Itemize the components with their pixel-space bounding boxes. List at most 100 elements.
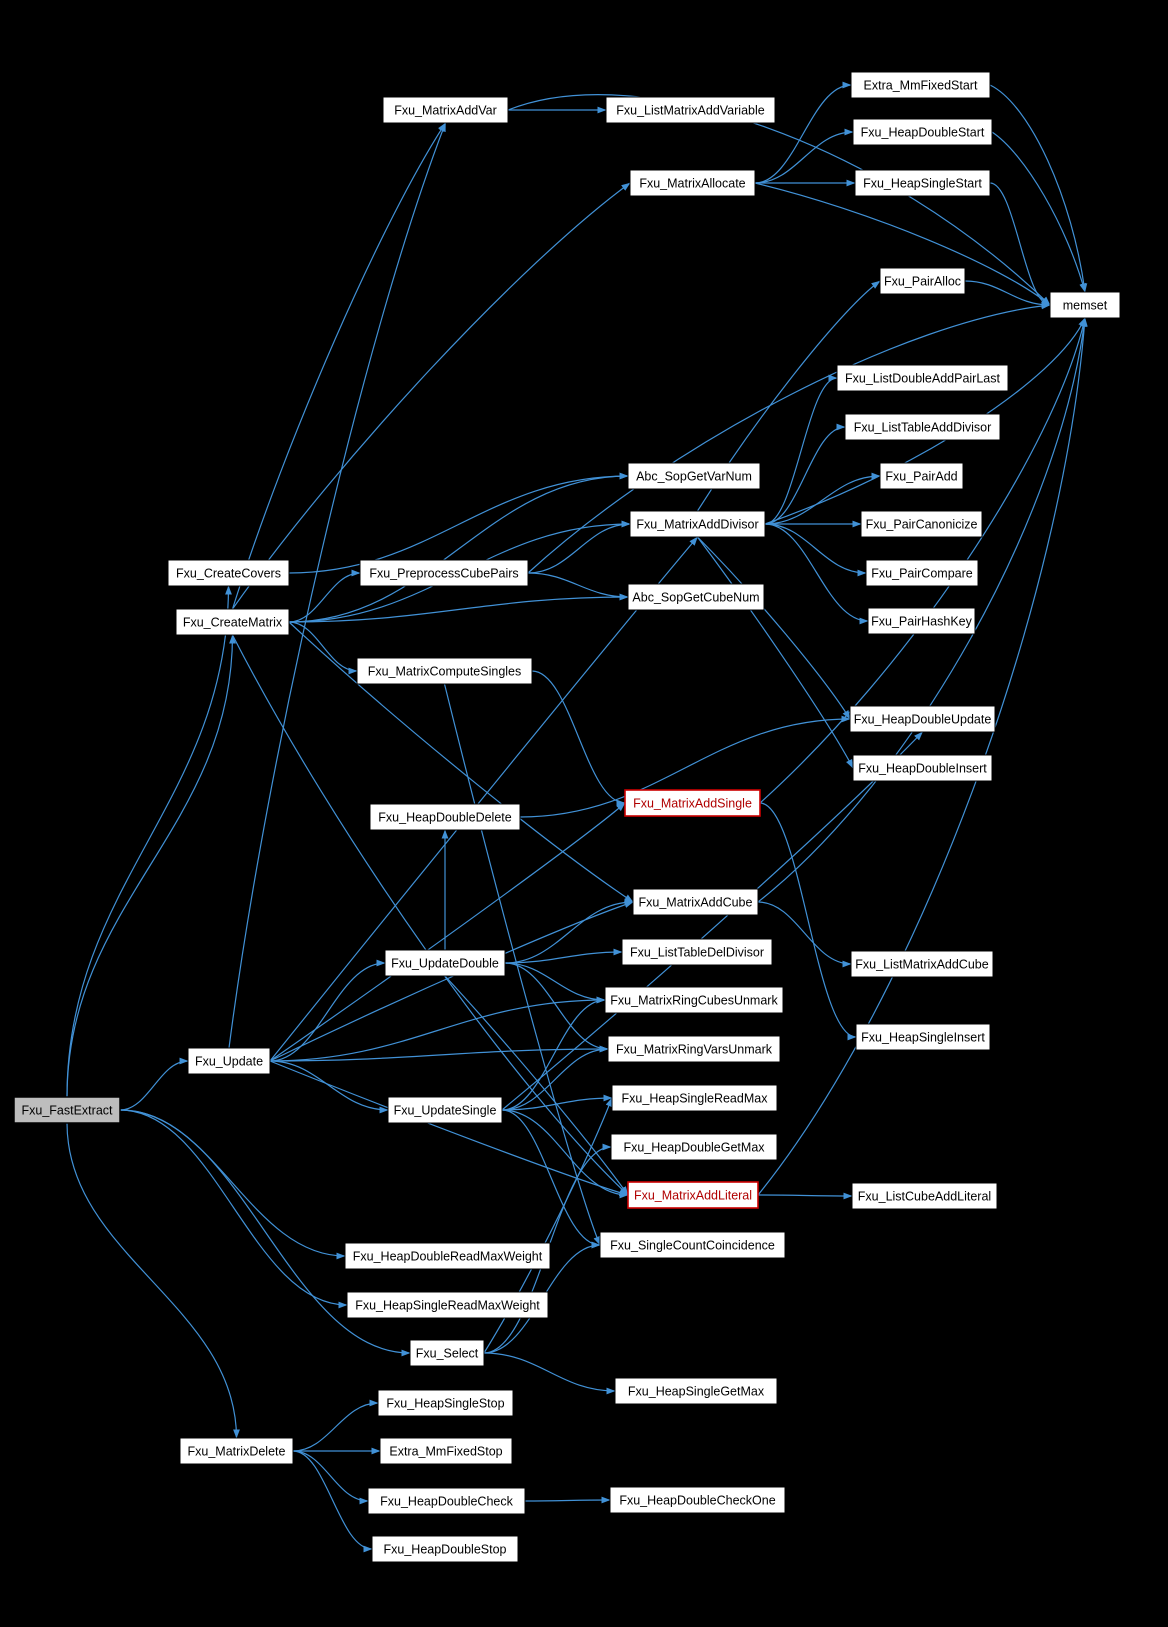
node-fxu-heapsinglestart[interactable]: Fxu_HeapSingleStart (854, 169, 991, 197)
edge-matrixadddivisor-paircompare (764, 523, 867, 577)
edge-matrixaddsingle-heapsingleinsert (759, 802, 857, 1041)
node-label: Fxu_UpdateSingle (394, 1103, 497, 1117)
node-fxu-heapsinglestop[interactable]: Fxu_HeapSingleStop (377, 1389, 514, 1417)
node-fxu-matrixaddvar[interactable]: Fxu_MatrixAddVar (382, 96, 509, 124)
node-box (614, 1377, 778, 1405)
node-fxu-matrixaddcube[interactable]: Fxu_MatrixAddCube (632, 888, 759, 916)
node-fxu-listmatrixaddvariable[interactable]: Fxu_ListMatrixAddVariable (605, 96, 776, 124)
node-fxu-matrixringvarsunmark[interactable]: Fxu_MatrixRingVarsUnmark (607, 1035, 781, 1063)
node-fxu-heapsingleinsert[interactable]: Fxu_HeapSingleInsert (855, 1023, 991, 1051)
node-label: Fxu_HeapDoubleStart (861, 125, 985, 139)
edge-matrixdelete-heapdoublestop (292, 1450, 373, 1553)
edge-matrixadddivisor-pairhashkey (764, 523, 869, 625)
node-label: Fxu_ListTableDelDivisor (630, 945, 764, 959)
node-label: Abc_SopGetVarNum (636, 469, 752, 483)
node-fxu-createcovers[interactable]: Fxu_CreateCovers (167, 559, 290, 587)
node-fxu-listtabledeldivisor[interactable]: Fxu_ListTableDelDivisor (621, 938, 773, 966)
node-fxu-matrixringcubesunmark[interactable]: Fxu_MatrixRingCubesUnmark (604, 986, 784, 1014)
node-fxu-heapdoublestop[interactable]: Fxu_HeapDoubleStop (371, 1535, 519, 1563)
node-fxu-singlecountcoincidence[interactable]: Fxu_SingleCountCoincidence (599, 1231, 786, 1259)
node-label: Fxu_MatrixAllocate (639, 176, 745, 190)
node-abc-sopgetvarnum[interactable]: Abc_SopGetVarNum (627, 462, 761, 490)
node-fxu-update[interactable]: Fxu_Update (187, 1047, 271, 1075)
node-fxu-pairhashkey[interactable]: Fxu_PairHashKey (867, 607, 976, 635)
node-fxu-heapsinglereadmaxweight[interactable]: Fxu_HeapSingleReadMaxWeight (346, 1291, 549, 1319)
node-label: Fxu_HeapSingleGetMax (628, 1384, 765, 1398)
edge-updatedouble-matrixaddliteral (444, 975, 629, 1196)
node-box (836, 364, 1009, 392)
node-label: Fxu_HeapDoubleStop (384, 1542, 507, 1556)
node-fxu-pairalloc[interactable]: Fxu_PairAlloc (879, 267, 966, 295)
node-fxu-updatesingle[interactable]: Fxu_UpdateSingle (387, 1096, 503, 1124)
edge-updatesingle-singlecountcoincidence (501, 1109, 601, 1249)
node-fxu-listdoubleaddpairlast[interactable]: Fxu_ListDoubleAddPairLast (836, 364, 1009, 392)
node-memset[interactable]: memset (1049, 291, 1121, 319)
node-fxu-updatedouble[interactable]: Fxu_UpdateDouble (384, 949, 506, 977)
node-fxu-matrixallocate[interactable]: Fxu_MatrixAllocate (629, 169, 756, 197)
node-label: Fxu_PairCanonicize (866, 517, 978, 531)
node-fxu-paircanonicize[interactable]: Fxu_PairCanonicize (860, 510, 983, 538)
edge-matrixaddcube-memset (757, 317, 1088, 903)
node-box (175, 608, 290, 636)
node-fxu-matrixaddsingle[interactable]: Fxu_MatrixAddSingle (624, 789, 761, 817)
node-label: Fxu_Update (195, 1054, 263, 1068)
node-fxu-heapdoubleinsert[interactable]: Fxu_HeapDoubleInsert (852, 754, 993, 782)
node-fxu-heapdoublegetmax[interactable]: Fxu_HeapDoubleGetMax (610, 1133, 778, 1161)
edge-preprocess-memset (527, 302, 1051, 574)
node-abc-sopgetcubenum[interactable]: Abc_SopGetCubeNum (627, 583, 765, 611)
node-fxu-listmatrixaddcube[interactable]: Fxu_ListMatrixAddCube (850, 950, 994, 978)
node-box (599, 1231, 786, 1259)
node-box (359, 559, 529, 587)
node-label: Fxu_HeapDoubleCheck (380, 1494, 513, 1508)
node-box (621, 938, 773, 966)
node-extra-mmfixedstart[interactable]: Extra_MmFixedStart (850, 71, 991, 99)
node-label: Fxu_HeapSingleInsert (861, 1030, 985, 1044)
edge-heapdoublecheck-heapdoublecheckone (524, 1496, 611, 1504)
node-extra-mmfixedstop[interactable]: Extra_MmFixedStop (379, 1437, 513, 1465)
edge-fastextract-creatematrix (66, 634, 236, 1098)
node-fxu-pairadd[interactable]: Fxu_PairAdd (879, 462, 964, 490)
node-fxu-heapdoubleupdate[interactable]: Fxu_HeapDoubleUpdate (849, 705, 996, 733)
node-fxu-matrixaddliteral[interactable]: Fxu_MatrixAddLiteral (627, 1181, 759, 1209)
edge-update-matrixaddliteral (269, 1060, 629, 1196)
edge-select-heapsinglereadmax (483, 1097, 613, 1354)
edge-creatematrix-preprocess (288, 569, 361, 623)
node-box (607, 1035, 781, 1063)
node-box (850, 71, 991, 99)
node-fxu-matrixadddivisor[interactable]: Fxu_MatrixAddDivisor (629, 510, 766, 538)
node-fxu-heapdoublecheck[interactable]: Fxu_HeapDoubleCheck (367, 1487, 526, 1515)
node-fxu-fastextract[interactable]: Fxu_FastExtract (13, 1096, 121, 1124)
edge-matrixadddivisor-listdoubleaddpairlast (764, 374, 838, 525)
edge-update-updatesingle (269, 1060, 389, 1114)
node-label: Extra_MmFixedStop (389, 1444, 502, 1458)
node-label: Fxu_HeapDoubleCheckOne (619, 1493, 775, 1507)
node-label: Fxu_MatrixAddSingle (633, 796, 752, 810)
node-fxu-paircompare[interactable]: Fxu_PairCompare (865, 559, 979, 587)
node-fxu-select[interactable]: Fxu_Select (409, 1339, 485, 1367)
edge-matrixallocate-memset (754, 182, 1051, 306)
node-fxu-matrixdelete[interactable]: Fxu_MatrixDelete (179, 1437, 294, 1465)
node-box (852, 118, 993, 146)
node-box (627, 1181, 759, 1209)
node-fxu-listtableadddivisor[interactable]: Fxu_ListTableAddDivisor (844, 413, 1001, 441)
node-label: Fxu_ListDoubleAddPairLast (845, 371, 1000, 385)
node-fxu-heapdoublestart[interactable]: Fxu_HeapDoubleStart (852, 118, 993, 146)
node-box (409, 1339, 485, 1367)
node-box (187, 1047, 271, 1075)
node-fxu-heapsinglegetmax[interactable]: Fxu_HeapSingleGetMax (614, 1377, 778, 1405)
node-fxu-listcubeaddliteral[interactable]: Fxu_ListCubeAddLiteral (851, 1182, 998, 1210)
node-box (860, 510, 983, 538)
node-fxu-creatematrix[interactable]: Fxu_CreateMatrix (175, 608, 290, 636)
node-label: Fxu_CreateCovers (176, 566, 281, 580)
edge-fastextract-update (119, 1057, 189, 1111)
node-box (387, 1096, 503, 1124)
node-fxu-heapdoubledelete[interactable]: Fxu_HeapDoubleDelete (369, 803, 521, 831)
node-fxu-matrixcomputesingles[interactable]: Fxu_MatrixComputeSingles (356, 657, 533, 685)
node-fxu-heapsinglereadmax[interactable]: Fxu_HeapSingleReadMax (611, 1084, 778, 1112)
edge-createcovers-sopgetvarnum (288, 472, 629, 574)
node-fxu-heapdoublecheckone[interactable]: Fxu_HeapDoubleCheckOne (609, 1486, 786, 1514)
node-fxu-preprocesscubepairs[interactable]: Fxu_PreprocessCubePairs (359, 559, 529, 587)
node-fxu-heapdoublereadmaxweight[interactable]: Fxu_HeapDoubleReadMaxWeight (344, 1242, 551, 1270)
